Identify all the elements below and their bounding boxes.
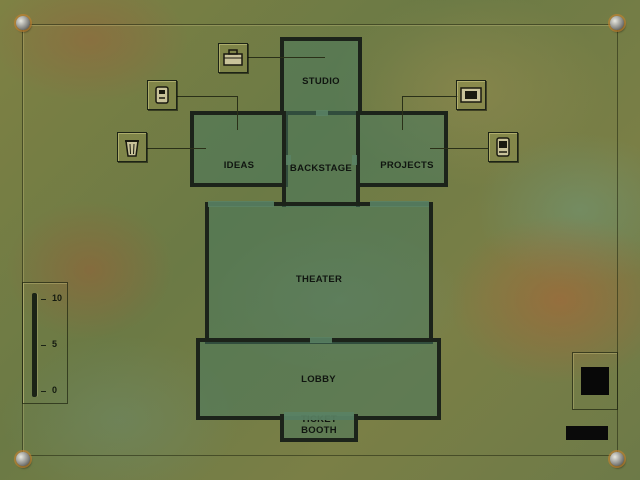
projects-film-button[interactable] xyxy=(456,80,486,110)
leader-line xyxy=(237,96,238,130)
leader-line xyxy=(247,57,325,58)
film-frame-icon xyxy=(460,87,482,103)
gauge-label-max: 10 xyxy=(52,293,63,303)
level-gauge: 10 5 0 xyxy=(22,282,68,404)
gauge-tick xyxy=(41,345,46,346)
ideas-trash-button[interactable] xyxy=(117,132,147,162)
room-label-backstage: BACKSTAGE xyxy=(289,163,353,174)
film-reel-icon xyxy=(496,137,510,157)
doorway xyxy=(352,155,357,165)
gauge-tick xyxy=(41,391,46,392)
status-panel xyxy=(572,352,618,410)
screw-icon xyxy=(610,452,624,466)
doorway xyxy=(286,155,291,165)
room-studio[interactable]: STUDIO xyxy=(280,37,362,115)
ideas-projector-button[interactable] xyxy=(147,80,177,110)
doorway xyxy=(310,337,332,343)
room-label-theater: THEATER xyxy=(295,274,343,285)
trash-bin-icon xyxy=(125,140,139,157)
leader-line xyxy=(402,96,458,97)
room-label-projects: PROJECTS xyxy=(380,160,434,171)
gauge-label-mid: 5 xyxy=(52,339,58,349)
gauge-tick xyxy=(41,299,46,300)
projector-icon xyxy=(155,86,169,104)
screw-icon xyxy=(16,16,30,30)
doorway xyxy=(316,110,328,116)
leader-line xyxy=(176,96,238,97)
doorway xyxy=(370,201,429,207)
gauge-track xyxy=(32,293,37,397)
room-label-ideas: IDEAS xyxy=(223,160,255,171)
screw-icon xyxy=(610,16,624,30)
room-ideas[interactable]: IDEAS xyxy=(190,111,288,187)
studio-tool-button[interactable] xyxy=(218,43,248,73)
room-label-studio: STUDIO xyxy=(302,76,340,87)
toolbox-icon xyxy=(223,49,243,66)
leader-line xyxy=(146,148,206,149)
room-backstage[interactable]: BACKSTAGE xyxy=(282,111,360,207)
room-lobby[interactable]: LOBBY xyxy=(196,338,441,420)
room-label-lobby: LOBBY xyxy=(301,374,336,385)
screw-icon xyxy=(16,452,30,466)
gauge-label-min: 0 xyxy=(52,385,58,395)
leader-line xyxy=(402,96,403,130)
doorway xyxy=(208,201,274,207)
room-label-booth: BOOTH xyxy=(301,425,337,436)
status-readout xyxy=(566,426,608,440)
panel-frame xyxy=(22,24,618,456)
status-screen xyxy=(581,367,609,395)
leader-line xyxy=(430,148,488,149)
room-theater[interactable]: THEATER xyxy=(205,202,433,344)
doorway xyxy=(284,412,354,420)
projects-reel-button[interactable] xyxy=(488,132,518,162)
